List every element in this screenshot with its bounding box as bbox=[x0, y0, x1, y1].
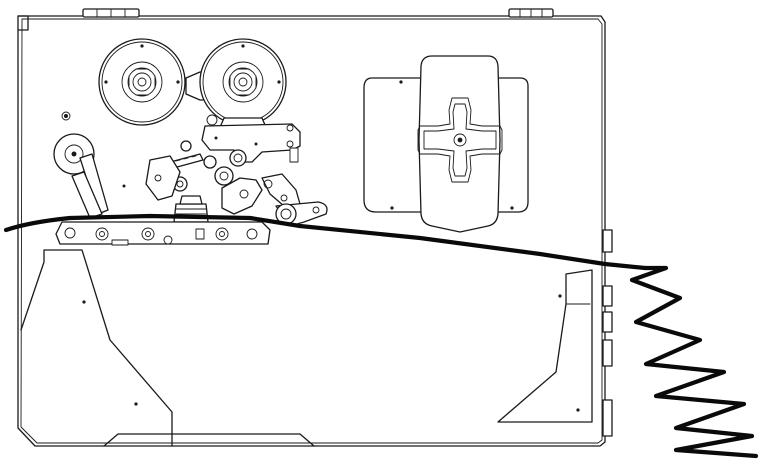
fanfold-media-output bbox=[629, 265, 759, 459]
printer-housing bbox=[17, 15, 606, 447]
ribbon-supply-spindle bbox=[98, 38, 186, 126]
feed-roller-arm bbox=[53, 133, 109, 219]
ribbon-rewind-spindle bbox=[185, 38, 287, 133]
print-head-assembly bbox=[61, 111, 328, 227]
top-hinge-right bbox=[508, 8, 554, 18]
media-guide-plate bbox=[55, 221, 271, 246]
media-supply-hanger bbox=[363, 55, 529, 233]
lower-frame-cutouts bbox=[20, 249, 593, 447]
side-panel-hardware bbox=[602, 229, 613, 437]
media-path bbox=[3, 213, 648, 271]
top-hinge-left bbox=[82, 8, 140, 18]
